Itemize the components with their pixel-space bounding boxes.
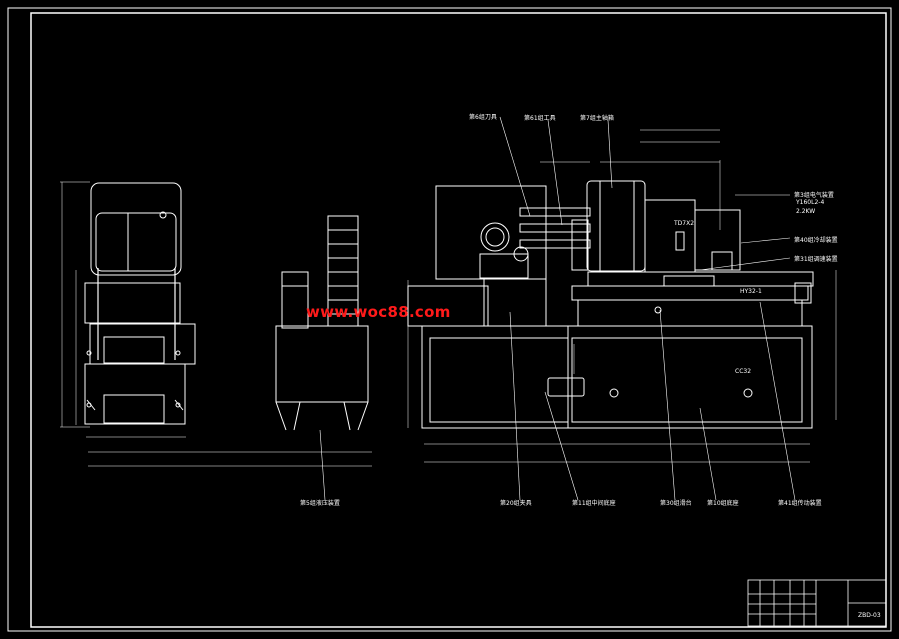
- label-electrical: 第3组电气装置: [794, 192, 834, 199]
- model-table: HY32-1: [740, 288, 762, 295]
- label-drive: 第41组传动装置: [778, 500, 822, 507]
- front-view: [407, 180, 814, 429]
- outer-frame: [7, 7, 892, 632]
- drawing-number: ZBD-03: [858, 612, 881, 619]
- label-motor-power: 2.2KW: [796, 208, 816, 215]
- model-base: CC32: [735, 368, 752, 375]
- label-side-base: 第10组底座: [707, 500, 739, 507]
- label-cutter-assembly: 第6组刀具: [469, 114, 497, 121]
- title-block: [747, 579, 887, 627]
- side-view: [84, 182, 196, 425]
- watermark: www.woc88.com: [306, 303, 451, 321]
- hydraulic-station: [275, 215, 369, 431]
- label-tooling: 第61组工具: [524, 115, 556, 122]
- label-fixture: 第20组夹具: [500, 500, 532, 507]
- side-dims: [60, 181, 372, 467]
- front-dims: [407, 129, 837, 463]
- inner-frame: [30, 12, 887, 628]
- label-cooling: 第40组冷却装置: [794, 237, 838, 244]
- label-coupling: 第31组调速装置: [794, 256, 838, 263]
- label-hydraulic: 第5组液压装置: [300, 500, 340, 507]
- label-motor-model: Y160L2-4: [796, 199, 825, 206]
- leader-lines: [319, 116, 796, 501]
- label-spindle-box: 第7组主轴箱: [580, 115, 614, 122]
- model-head: TD7X2: [674, 220, 695, 227]
- label-middle-base: 第11组中间底座: [572, 500, 616, 507]
- label-slide-table: 第30组滑台: [660, 500, 692, 507]
